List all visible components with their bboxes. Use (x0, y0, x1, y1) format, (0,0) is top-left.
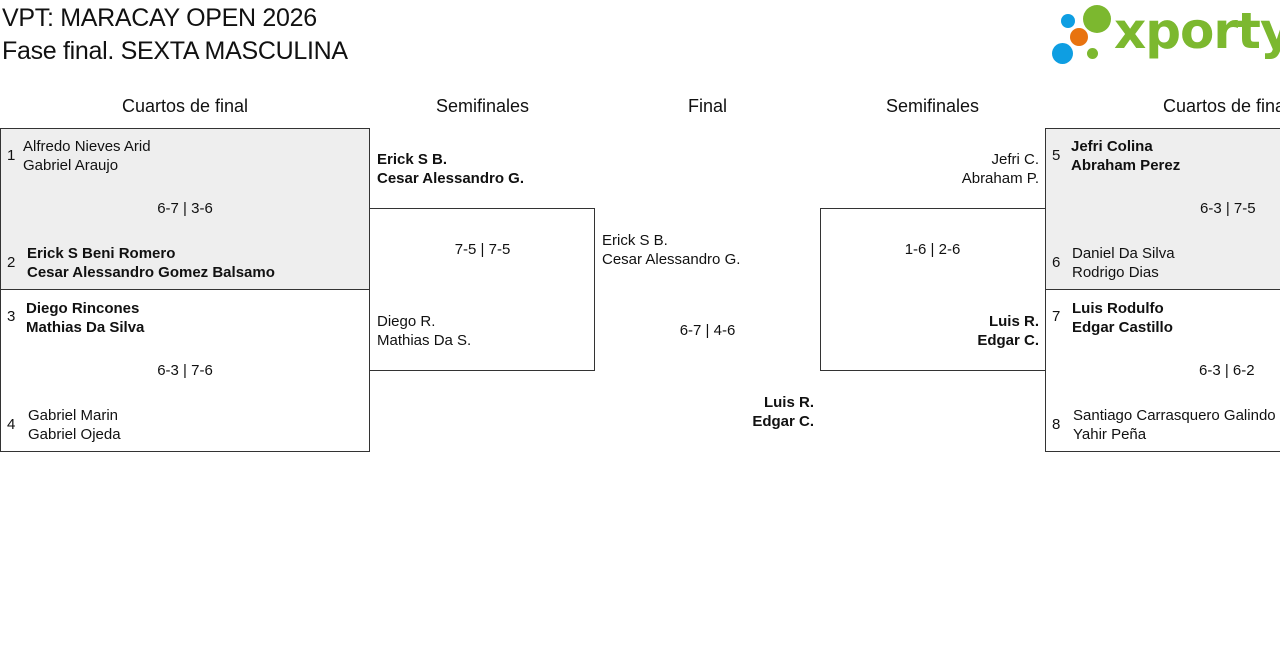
logo-dot-green-icon (1083, 5, 1111, 33)
seed-number: 5 (1052, 147, 1061, 164)
player-name: Abraham Perez (1071, 157, 1181, 174)
seed-number: 8 (1052, 416, 1061, 433)
player-name: Luis R. (763, 394, 814, 411)
player-name: Daniel Da Silva (1072, 245, 1175, 262)
player-name: Diego R. (377, 313, 436, 330)
player-name: Gabriel Ojeda (28, 426, 121, 443)
match-score-sf-right: 1-6 | 2-6 (904, 241, 961, 258)
team-qf4-top: Luis Rodulfo Edgar Castillo (1072, 299, 1173, 337)
player-name: Jefri Colina (1071, 138, 1153, 155)
team-qf1-top: Alfredo Nieves Arid Gabriel Araujo (23, 137, 151, 175)
player-name: Edgar C. (977, 332, 1039, 349)
team-qf2-top: Diego Rincones Mathias Da Silva (26, 299, 144, 337)
column-heading-qf-right: Cuartos de final (1163, 96, 1280, 116)
team-sf-left-bottom: Diego R. Mathias Da S. (377, 312, 471, 350)
team-qf4-bottom: Santiago Carrasquero Galindo Yahir Peña (1073, 406, 1276, 444)
team-sf-left-top: Erick S B. Cesar Alessandro G. (377, 150, 524, 188)
player-name: Edgar C. (752, 413, 814, 430)
seed-number: 4 (7, 416, 16, 433)
match-score-sf-left: 7-5 | 7-5 (454, 241, 511, 258)
player-name: Luis Rodulfo (1072, 300, 1164, 317)
player-name: Abraham P. (961, 170, 1039, 187)
player-name: Cesar Alessandro Gomez Balsamo (27, 264, 275, 281)
player-name: Edgar Castillo (1072, 319, 1173, 336)
player-name: Diego Rincones (26, 300, 140, 317)
logo-dot-blue-small-icon (1061, 14, 1075, 28)
player-name: Gabriel Araujo (23, 157, 119, 174)
player-name: Erick S B. (377, 151, 448, 168)
player-name: Erick S Beni Romero (27, 245, 176, 262)
xporty-logo: xporty (1050, 2, 1280, 68)
column-heading-sf-right: Semifinales (885, 96, 980, 116)
team-qf3-bottom: Daniel Da Silva Rodrigo Dias (1072, 244, 1175, 282)
player-name: Rodrigo Dias (1072, 264, 1159, 281)
seed-number: 2 (7, 254, 16, 271)
column-heading-final: Final (687, 96, 727, 116)
logo-dot-orange-icon (1070, 28, 1088, 46)
seed-number: 3 (7, 308, 16, 325)
player-name: Luis R. (988, 313, 1039, 330)
match-score-qf3: 6-3 | 7-5 (1200, 200, 1256, 217)
match-score-qf1: 6-7 | 3-6 (157, 200, 213, 217)
match-score-qf4: 6-3 | 6-2 (1199, 362, 1255, 379)
match-score-final: 6-7 | 4-6 (679, 322, 736, 339)
match-box-sf-left (369, 208, 595, 371)
page-title: VPT: MARACAY OPEN 2026 (2, 4, 317, 32)
match-score-qf2: 6-3 | 7-6 (157, 362, 213, 379)
column-heading-sf-left: Semifinales (435, 96, 530, 116)
player-name: Cesar Alessandro G. (377, 170, 525, 187)
player-name: Gabriel Marin (28, 407, 119, 424)
logo-dot-blue-icon (1052, 43, 1073, 64)
match-box-qf1 (0, 128, 370, 290)
logo-dot-green-small-icon (1087, 48, 1098, 59)
player-name: Alfredo Nieves Arid (23, 138, 151, 155)
player-name: Yahir Peña (1073, 426, 1147, 443)
team-qf3-top: Jefri Colina Abraham Perez (1071, 137, 1180, 175)
team-qf2-bottom: Gabriel Marin Gabriel Ojeda (28, 406, 121, 444)
player-name: Santiago Carrasquero Galindo (1073, 407, 1276, 424)
page-subtitle: Fase final. SEXTA MASCULINA (2, 37, 348, 65)
player-name: Mathias Da S. (377, 332, 472, 349)
team-final-bottom: Luis R. Edgar C. (660, 393, 814, 431)
player-name: Erick S B. (602, 232, 668, 249)
team-sf-right-bottom: Luis R. Edgar C. (880, 312, 1039, 350)
match-box-qf3 (1045, 128, 1280, 290)
match-box-qf4 (1045, 289, 1280, 452)
team-final-top: Erick S B. Cesar Alessandro G. (602, 231, 740, 269)
seed-number: 1 (7, 147, 16, 164)
player-name: Cesar Alessandro G. (602, 251, 741, 268)
team-qf1-bottom: Erick S Beni Romero Cesar Alessandro Gom… (27, 244, 275, 282)
logo-wordmark: xporty (1114, 2, 1280, 60)
player-name: Jefri C. (991, 151, 1039, 168)
player-name: Mathias Da Silva (26, 319, 145, 336)
team-sf-right-top: Jefri C. Abraham P. (880, 150, 1039, 188)
column-heading-qf-left: Cuartos de final (121, 96, 249, 116)
seed-number: 7 (1052, 308, 1061, 325)
seed-number: 6 (1052, 254, 1061, 271)
